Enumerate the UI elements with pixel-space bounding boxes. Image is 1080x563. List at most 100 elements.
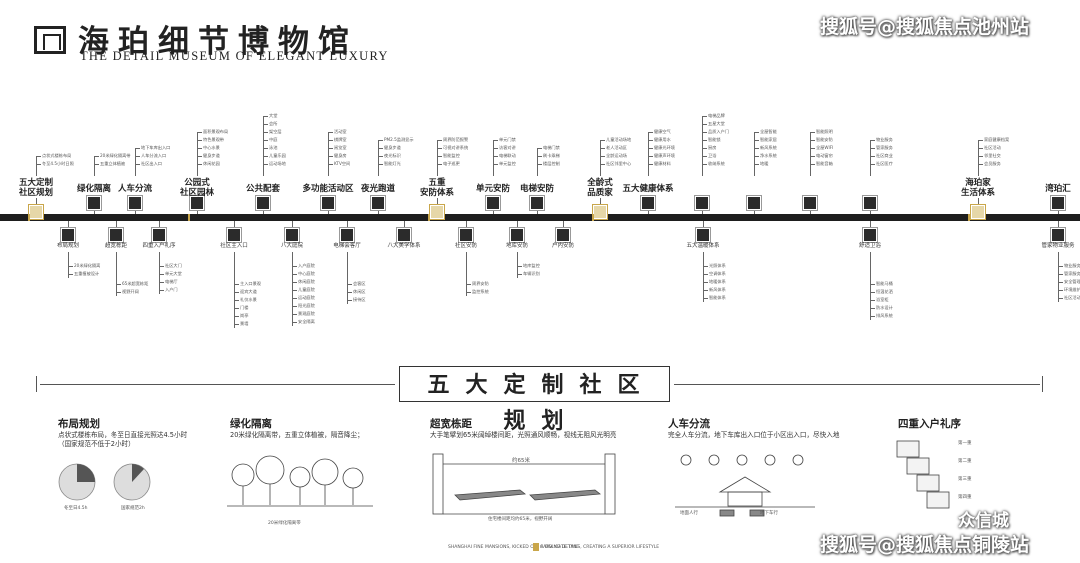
node-stem [116, 252, 117, 296]
leaf-connector [197, 156, 202, 157]
leaf-connector [135, 156, 140, 157]
leaf-connector [648, 148, 653, 149]
node-stem [1058, 252, 1059, 302]
leaf-connector [234, 316, 239, 317]
leaf-connector [263, 116, 268, 117]
leaf-connector [703, 274, 708, 275]
branch-leaf: 邻里社交 [984, 153, 1001, 158]
leaf-connector [600, 140, 605, 141]
branch-label: 五大健康体系 [622, 184, 674, 194]
leaf-connector [197, 140, 202, 141]
leaf-connector [263, 140, 268, 141]
leaf-connector [378, 140, 383, 141]
branch-label: 公园式 社区园林 [179, 178, 214, 198]
leaf-connector [263, 164, 268, 165]
leaf-connector [263, 156, 268, 157]
branch-leaf: 智能家居 [760, 137, 777, 142]
footer-right: CARVING DETAILS, CREATING A SUPERIOR LIF… [540, 545, 660, 550]
node-stem [234, 252, 235, 328]
leaf-connector [648, 164, 653, 165]
branch-leaf: 健康声环境 [654, 153, 675, 158]
leaf-connector [702, 164, 707, 165]
leaf-connector [493, 140, 498, 141]
spacing-caption: 住宅楼间距均约65米，视野开阔 [488, 517, 553, 522]
node-label: 舒适卫浴 [858, 243, 881, 249]
node-label: 四重入户礼序 [142, 243, 176, 249]
leaf-connector [378, 156, 383, 157]
entry-step-4: 第四重 [958, 495, 972, 500]
branch-stem [702, 116, 703, 176]
branch-leaf: KTV空间 [334, 161, 351, 166]
branch-leaf: 净水系统 [760, 153, 777, 158]
branch-leaf: 健康光环境 [654, 145, 675, 150]
timeline-gold-tick [188, 214, 190, 221]
watermark-top: 搜狐号@搜狐焦点池州站 [820, 16, 1030, 38]
leaf-connector [754, 164, 759, 165]
branch-leaf: 特色景观带 [203, 137, 224, 142]
branch-leaf: 厨房 [708, 145, 717, 150]
branch-node-icon [429, 204, 445, 220]
leaf-connector [135, 148, 140, 149]
node-leaf: 运动庭院 [298, 295, 315, 300]
leaf-connector [978, 148, 983, 149]
leaf-connector [292, 274, 297, 275]
leaf-connector [702, 116, 707, 117]
node-connector [563, 221, 564, 231]
branch-leaf: 卫浴 [708, 153, 717, 158]
branch-leaf: 夜光标识 [384, 153, 401, 158]
branch-leaf: 健身房 [334, 153, 347, 158]
branch-node-icon [640, 195, 656, 211]
node-leaf: 恒温花洒 [876, 289, 893, 294]
branch-leaf: 单元监控 [499, 161, 516, 166]
branch-stem [197, 132, 198, 176]
leaf-connector [702, 148, 707, 149]
branch-stem [870, 140, 871, 176]
leaf-connector [234, 284, 239, 285]
branch-stem [263, 116, 264, 176]
leaf-connector [810, 132, 815, 133]
branch-leaf: 健身步道 [384, 145, 401, 150]
leaf-connector [537, 164, 542, 165]
leaf-connector [347, 300, 352, 301]
branch-leaf: 智能监控 [443, 153, 460, 158]
node-leaf: 中心庭院 [298, 271, 315, 276]
timeline-gold-tick [28, 214, 30, 221]
node-stem [292, 252, 293, 326]
node-leaf: 防水设计 [876, 305, 893, 310]
branch-leaf: 社区活动 [984, 145, 1001, 150]
leaf-connector [702, 156, 707, 157]
branch-leaf: 品质入户门 [708, 129, 729, 134]
leaf-connector [703, 266, 708, 267]
leaf-connector [703, 290, 708, 291]
entry-step-3: 第三重 [958, 477, 972, 482]
leaf-connector [703, 298, 708, 299]
branch-leaf: 老人活动区 [606, 145, 627, 150]
branch-leaf: 20米绿化隔离带 [100, 153, 131, 158]
node-leaf: 接待区 [353, 297, 366, 302]
page-subtitle: THE DETAIL MUSEUM OF ELEGANT LUXURY [80, 49, 389, 63]
node-connector [292, 221, 293, 231]
leaf-connector [328, 148, 333, 149]
leaf-connector [1058, 266, 1063, 267]
leaf-connector [978, 140, 983, 141]
branch-leaf: 社区邻里中心 [606, 161, 632, 166]
leaf-connector [328, 156, 333, 157]
museum-logo-icon [34, 26, 66, 54]
node-leaf: 休闲区 [353, 289, 366, 294]
branch-leaf: 智能照明 [816, 129, 833, 134]
node-icon [151, 227, 167, 243]
leaf-connector [159, 274, 164, 275]
spacing-desc: 大手笔擘划65米阔绰楼间距，光照通风顺畅，视线无阻风光明亮 [430, 431, 617, 439]
branch-node-icon [255, 195, 271, 211]
branch-node-icon [694, 195, 710, 211]
branch-leaf: 健身步道 [203, 153, 220, 158]
branch-leaf: 社区医疗 [876, 161, 893, 166]
node-leaf: 主入口景观 [240, 281, 261, 286]
branch-label: 夜光跑道 [360, 184, 395, 194]
leaf-connector [36, 164, 41, 165]
node-leaf: 环境维护 [1064, 287, 1080, 292]
leaf-connector [870, 284, 875, 285]
node-leaf: 景墙 [240, 321, 249, 326]
branch-leaf: 架空层 [269, 129, 282, 134]
branch-leaf: 地下车库出入口 [141, 145, 171, 150]
